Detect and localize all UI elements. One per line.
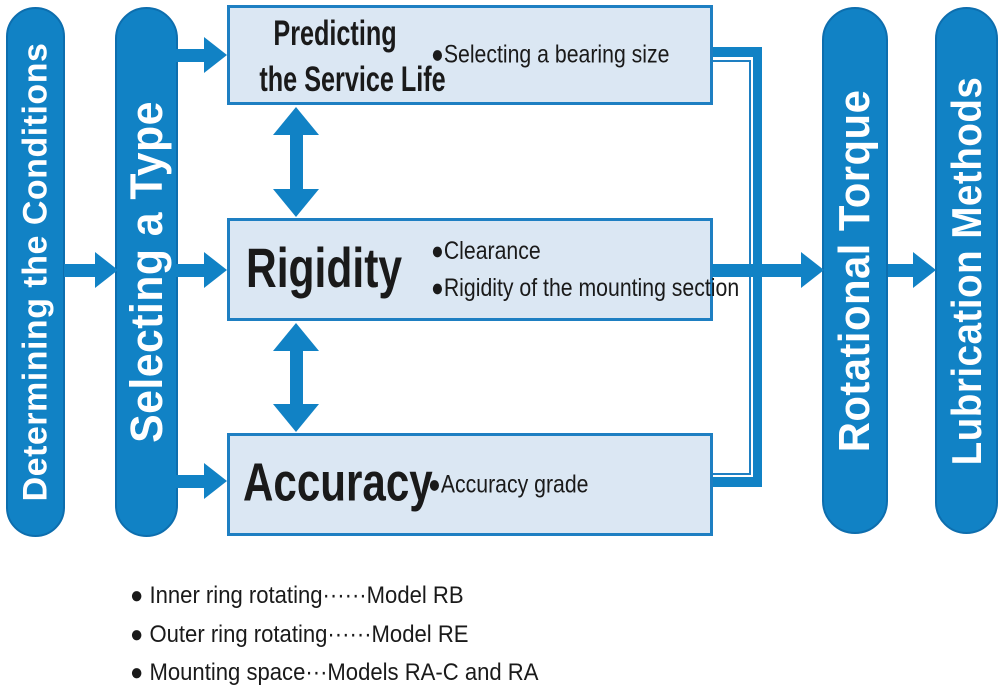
node-rigidity: Rigidity ●Clearance ●Rigidity of the mou… — [227, 218, 739, 321]
node-rigidity-title: Rigidity — [246, 234, 402, 299]
double-arrow-rigidity-accuracy — [273, 323, 319, 432]
arrow-shaft — [176, 474, 204, 488]
arrow-shaft — [712, 263, 801, 277]
bullet-item: ●Clearance — [431, 236, 541, 265]
stage-rotational-torque: Rotational Torque — [822, 7, 888, 534]
arrow-right-icon — [95, 252, 118, 288]
legend-item-inner-ring: ● Inner ring rotating······Model RB — [130, 582, 464, 609]
arrow-up-icon — [273, 323, 319, 351]
node-rigidity-notes: ●Clearance ●Rigidity of the mounting sec… — [431, 233, 739, 307]
arrow-shaft — [289, 351, 303, 404]
legend-item-mounting-space: ● Mounting space···Models RA-C and RA — [130, 659, 539, 686]
bullet-item: ●Accuracy grade — [428, 470, 589, 498]
arrow-right-icon — [801, 252, 824, 288]
flow-arrow-boxes-to-rotational-torque — [712, 252, 824, 288]
bullet-item: ●Rigidity of the mounting section — [431, 273, 740, 302]
node-predicting-service-life-title: Predicting the Service Life — [259, 11, 446, 102]
title-line-1: Rigidity — [246, 235, 403, 299]
flow-arrow-type-to-service-life — [176, 37, 227, 73]
title-line-1: Accuracy — [243, 452, 433, 513]
model-legend: ● Inner ring rotating······Model RB ● Ou… — [130, 577, 574, 689]
bullet-item: ●Selecting a bearing size — [431, 40, 670, 69]
node-predicting-service-life-notes: ●Selecting a bearing size — [431, 37, 669, 74]
flow-arrow-conditions-to-type — [64, 252, 118, 288]
stage-determining-conditions-label: Determining the Conditions — [16, 42, 54, 502]
arrow-right-icon — [913, 252, 936, 288]
stage-lubrication-methods: Lubrication Methods — [935, 7, 998, 534]
flow-arrow-type-to-accuracy — [176, 463, 227, 499]
double-arrow-service-life-rigidity — [273, 107, 319, 217]
flow-arrow-type-to-rigidity — [176, 252, 227, 288]
node-accuracy-notes: ●Accuracy grade — [428, 466, 588, 503]
stage-lubrication-methods-label: Lubrication Methods — [942, 76, 990, 465]
arrow-shaft — [176, 48, 204, 62]
node-accuracy-title: Accuracy — [243, 451, 433, 513]
flow-arrow-torque-to-lubrication — [888, 252, 936, 288]
arrow-shaft — [888, 263, 913, 277]
arrow-shaft — [64, 263, 95, 277]
stage-determining-conditions: Determining the Conditions — [6, 7, 65, 537]
stage-rotational-torque-label: Rotational Torque — [830, 89, 879, 452]
arrow-down-icon — [273, 404, 319, 432]
title-line-2: the Service Life — [259, 59, 446, 99]
arrow-right-icon — [204, 463, 227, 499]
node-accuracy: Accuracy ●Accuracy grade — [227, 433, 713, 536]
arrow-up-icon — [273, 107, 319, 135]
legend-item-outer-ring: ● Outer ring rotating······Model RE — [130, 620, 469, 648]
arrow-shaft — [289, 135, 303, 189]
arrow-right-icon — [204, 37, 227, 73]
title-line-1: Predicting — [273, 14, 397, 53]
arrow-right-icon — [204, 252, 227, 288]
stage-selecting-a-type: Selecting a Type — [115, 7, 178, 537]
arrow-shaft — [176, 263, 204, 277]
arrow-down-icon — [273, 189, 319, 217]
node-predicting-service-life: Predicting the Service Life ●Selecting a… — [227, 5, 713, 105]
stage-selecting-a-type-label: Selecting a Type — [120, 101, 172, 443]
